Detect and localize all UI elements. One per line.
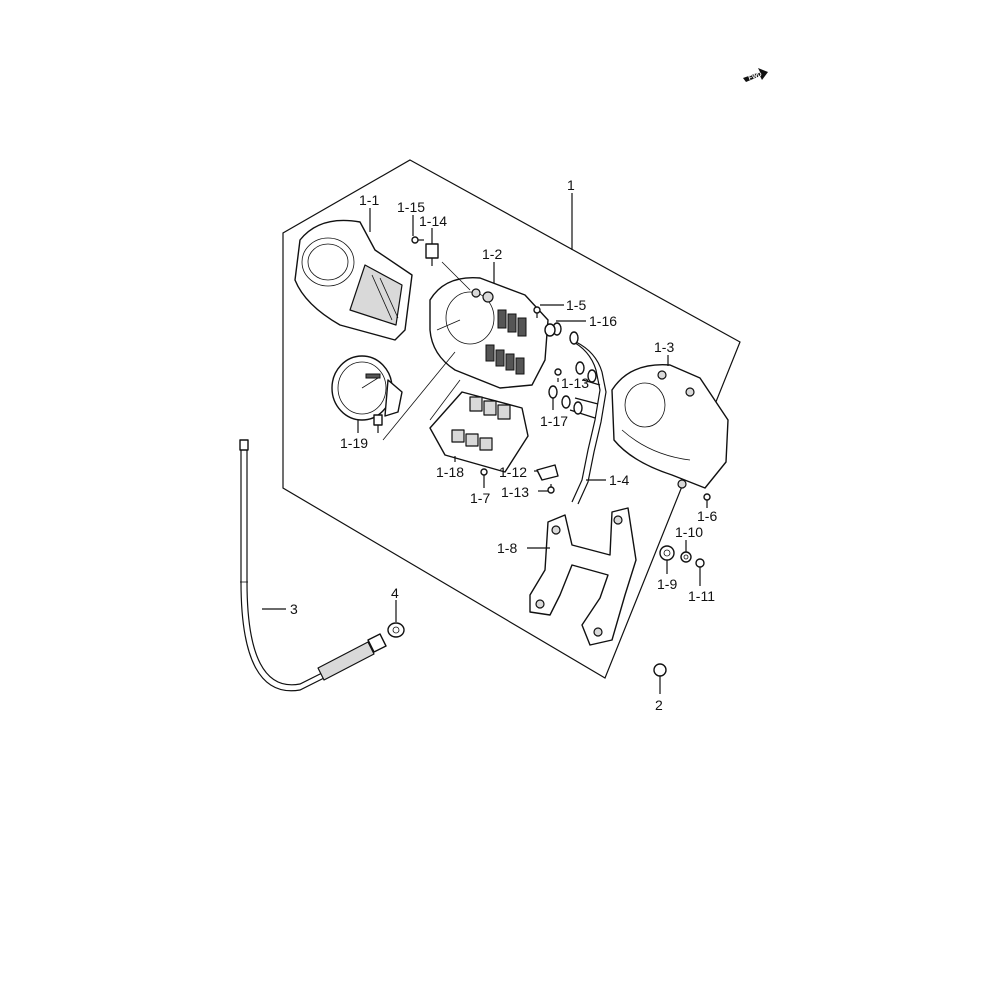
callout-1-14: 1-14 [419,213,447,229]
washer-4 [387,622,405,638]
washer-1-10 [680,551,692,563]
callout-1-4: 1-4 [609,472,629,488]
callout-2: 2 [655,697,663,713]
callout-1-9: 1-9 [657,576,677,592]
screw-1-5 [533,306,541,318]
callout-1-19: 1-19 [340,435,368,451]
callout-1-1: 1-1 [359,192,379,208]
grommet-1-9 [659,545,675,561]
fwd-arrow-icon: FWD [743,68,768,82]
callout-1-16: 1-16 [589,313,617,329]
callout-1-3: 1-3 [654,339,674,355]
callout-1-5: 1-5 [566,297,586,313]
leader-lines [262,193,708,694]
callout-1-12: 1-12 [499,464,527,480]
callout-1-17: 1-17 [540,413,568,429]
tachometer-part [331,355,403,433]
light-holder-part [429,391,529,473]
meter-cover-part [294,219,413,341]
callout-1-13-lower: 1-13 [501,484,529,500]
screw-1-6 [703,493,711,501]
screw-1-13-upper [554,368,562,376]
knob-1-14 [425,243,439,266]
callout-1-7: 1-7 [470,490,490,506]
nut-1-11 [695,558,705,568]
callout-4: 4 [391,585,399,601]
bulb-1-16 [544,323,556,337]
assembly-boundary [282,159,741,679]
callout-1-18: 1-18 [436,464,464,480]
callout-1-6: 1-6 [697,508,717,524]
callout-1: 1 [567,177,575,193]
callout-1-11: 1-11 [688,588,715,604]
fwd-badge-text: FWD [748,72,764,83]
callout-1-10: 1-10 [675,524,703,540]
rear-case-part [611,364,729,489]
callout-1-15: 1-15 [397,199,425,215]
speedometer-cable-part [239,439,387,692]
meter-bracket-part [529,507,637,646]
clamp-1-12 [536,464,559,481]
wiring-harness-part [552,322,607,505]
bolt-2 [653,663,667,684]
callout-1-13-upper: 1-13 [561,375,589,391]
screw-1-15 [411,236,424,244]
callout-1-2: 1-2 [482,246,502,262]
bulb-1-17 [548,385,558,399]
callout-3: 3 [290,601,298,617]
callout-1-8: 1-8 [497,540,517,556]
screw-1-7 [480,468,488,476]
meter-housing-part [429,276,549,389]
screw-1-13-lower [547,484,555,494]
